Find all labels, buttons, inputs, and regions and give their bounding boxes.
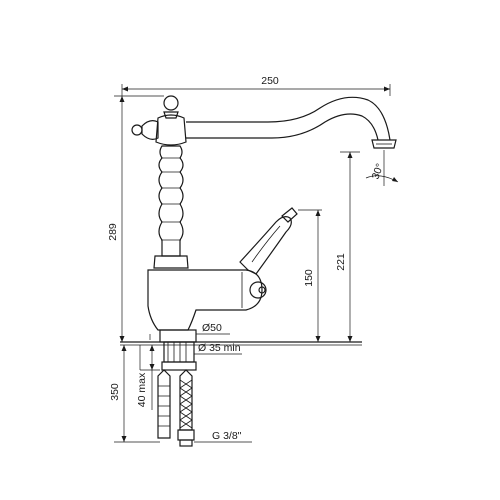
- top-knob: [163, 95, 179, 111]
- hose-length-label: 350: [109, 383, 121, 401]
- dimension-lever-height: 150: [298, 209, 322, 342]
- body: [147, 269, 263, 331]
- spout-upper: [186, 96, 391, 141]
- swivel-angle-indicator: 30°: [365, 150, 399, 186]
- deck-surface: [120, 341, 362, 371]
- side-cap: [141, 120, 159, 140]
- collar: [153, 255, 189, 269]
- total-height-label: 289: [107, 223, 119, 241]
- spout-height-label: 221: [335, 253, 347, 271]
- hole-diameter-label: Ø 35 min: [198, 342, 241, 354]
- hose-fitting: [177, 429, 195, 441]
- faucet-outline: [131, 95, 397, 447]
- dimension-thread: G 3/8": [194, 430, 252, 443]
- head: [155, 114, 187, 146]
- hose-left: [157, 369, 171, 439]
- base-nut: [159, 329, 197, 343]
- fixing-nut: [161, 361, 197, 371]
- dimension-hole-diameter: Ø 35 min: [194, 342, 242, 355]
- dimension-width: 250: [121, 75, 391, 96]
- lever-height-label: 150: [303, 269, 315, 287]
- side-knob: [131, 124, 143, 136]
- dimension-hose: 350 40 max: [109, 345, 155, 442]
- dimension-spout-height: 221: [335, 151, 360, 342]
- swivel-label: 30°: [370, 162, 387, 181]
- column: [158, 145, 184, 257]
- dimension-total-height: 289: [107, 95, 164, 443]
- dimension-base-diameter: Ø50: [149, 322, 230, 340]
- deck-thickness-label: 40 max: [136, 372, 148, 407]
- width-label: 250: [261, 75, 279, 87]
- base-diameter-label: Ø50: [202, 322, 222, 334]
- connection-thread-label: G 3/8": [212, 430, 242, 442]
- lever-tip: [281, 207, 298, 223]
- lever-handle: [239, 216, 292, 275]
- spout-lower: [186, 113, 379, 141]
- aerator: [371, 139, 397, 149]
- lever-hub: [249, 281, 267, 299]
